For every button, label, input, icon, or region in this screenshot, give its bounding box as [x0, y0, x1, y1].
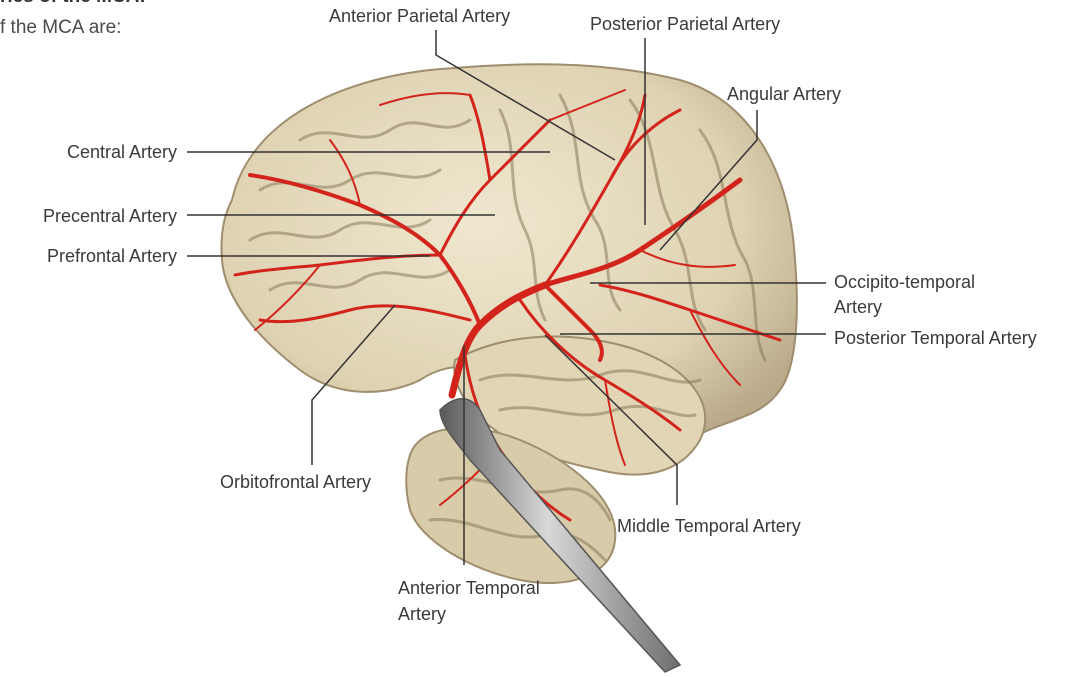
label-anterior-temporal-line2: Artery: [398, 603, 446, 625]
label-posterior-parietal-artery: Posterior Parietal Artery: [590, 13, 780, 35]
label-angular-artery: Angular Artery: [727, 83, 841, 105]
label-anterior-temporal-line1: Anterior Temporal: [398, 577, 540, 599]
label-occipito-temporal-line1: Occipito-temporal: [834, 271, 975, 293]
label-precentral-artery: Precentral Artery: [0, 205, 177, 227]
label-prefrontal-artery: Prefrontal Artery: [0, 245, 177, 267]
label-orbitofrontal-artery: Orbitofrontal Artery: [220, 471, 371, 493]
label-occipito-temporal-line2: Artery: [834, 296, 882, 318]
label-anterior-parietal-artery: Anterior Parietal Artery: [329, 5, 510, 27]
label-middle-temporal-artery: Middle Temporal Artery: [617, 515, 801, 537]
label-central-artery: Central Artery: [20, 141, 177, 163]
label-posterior-temporal-artery: Posterior Temporal Artery: [834, 327, 1037, 349]
